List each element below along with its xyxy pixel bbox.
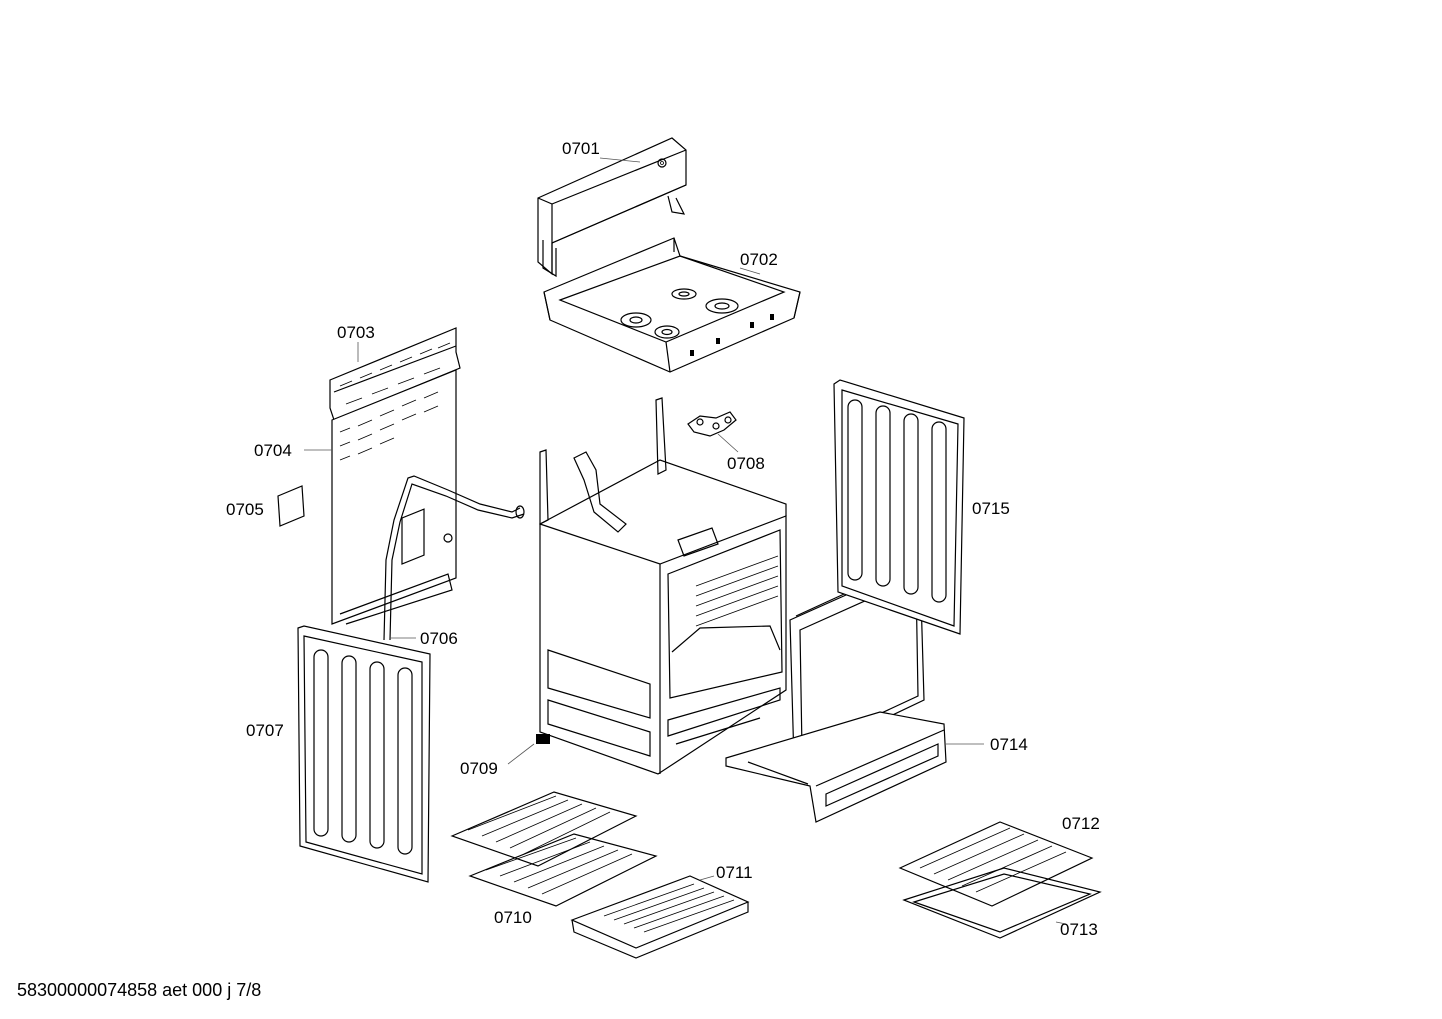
part-0706-gas-pipe[interactable] <box>383 475 525 641</box>
callout-0715: 0715 <box>972 499 1010 518</box>
callout-0712: 0712 <box>1062 814 1100 833</box>
callout-0705: 0705 <box>226 500 264 519</box>
part-0713-drip-pan[interactable] <box>902 867 1102 939</box>
callout-0702: 0702 <box>740 250 778 269</box>
part-0707-side-panel-left[interactable] <box>297 625 431 883</box>
part-0712-grill-rack[interactable] <box>898 821 1094 907</box>
part-0701-backguard[interactable] <box>537 137 687 278</box>
callout-0707: 0707 <box>246 721 284 740</box>
callout-0704: 0704 <box>254 441 292 460</box>
part-0715-side-panel-right[interactable] <box>833 379 965 635</box>
callout-0714: 0714 <box>990 735 1028 754</box>
callout-0710: 0710 <box>494 908 532 927</box>
callout-0711: 0711 <box>716 863 753 882</box>
part-0714-door-drawer[interactable] <box>725 561 947 823</box>
callout-0706: 0706 <box>420 629 458 648</box>
part-0702-cooktop[interactable] <box>543 237 801 373</box>
part-0705-cover-plate[interactable] <box>277 485 305 527</box>
part-0703-vent-panel[interactable] <box>329 327 461 421</box>
part-0711-broil-rack[interactable] <box>570 875 750 959</box>
callout-0713: 0713 <box>1060 920 1098 939</box>
callout-0703: 0703 <box>337 323 375 342</box>
part-0708-valve-assembly[interactable] <box>687 411 737 437</box>
callout-0701: 0701 <box>562 139 600 158</box>
drawing-number: 58300000074858 aet 000 j 7/8 <box>17 980 262 1000</box>
callout-0709: 0709 <box>460 759 498 778</box>
callout-0708: 0708 <box>727 454 765 473</box>
part-0710-oven-racks[interactable] <box>450 791 658 907</box>
part-0709-oven-body[interactable] <box>536 397 787 775</box>
part-0704-back-panel[interactable] <box>331 369 457 625</box>
